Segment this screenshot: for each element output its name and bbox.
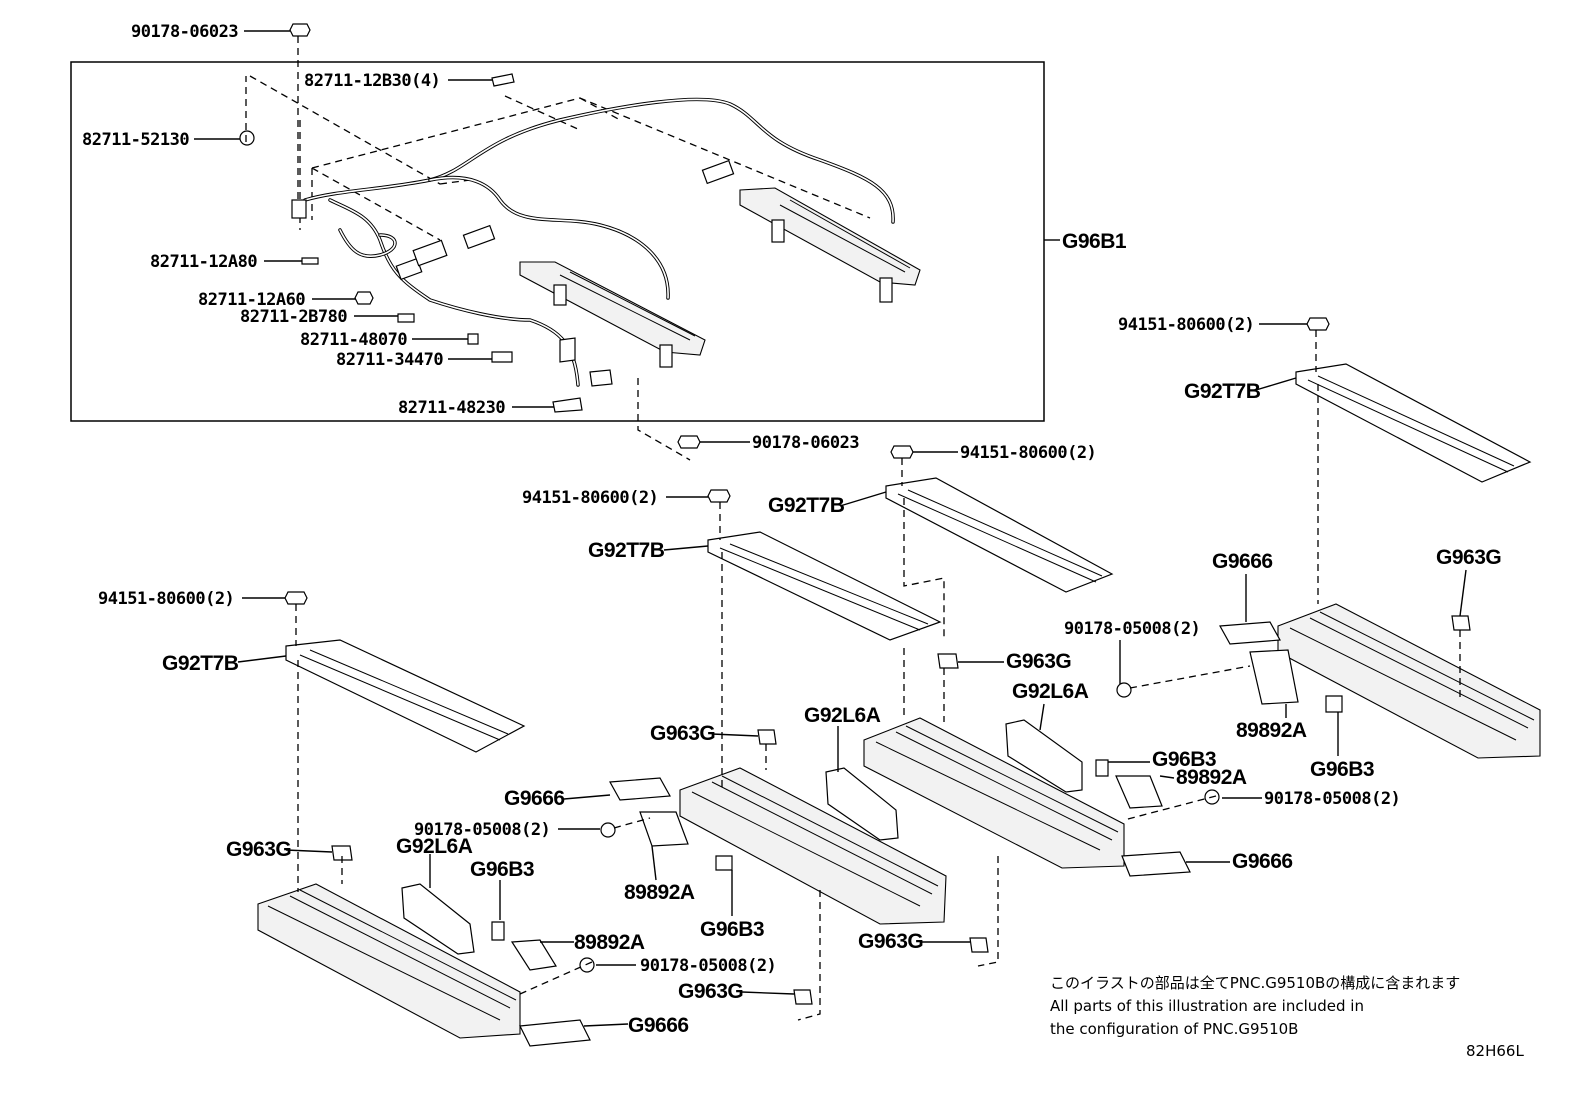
note-english-line1: All parts of this illustration are inclu… xyxy=(1050,997,1364,1015)
label-90178-05008-d: 90178-05008(2) xyxy=(640,956,776,976)
code-89892A-left: 89892A xyxy=(574,931,645,954)
code-G92T7B-mid: G92T7B xyxy=(588,539,665,562)
label-94151-80600-c: 94151-80600(2) xyxy=(1118,315,1254,335)
code-G9666-mid: G9666 xyxy=(504,787,565,810)
code-G9666-right-top: G9666 xyxy=(1212,550,1273,573)
code-G9666-right-bottom: G9666 xyxy=(1232,850,1293,873)
label-82711-48230: 82711-48230 xyxy=(398,398,505,418)
label-94151-80600-d: 94151-80600(2) xyxy=(98,589,234,609)
label-82711-52130: 82711-52130 xyxy=(82,130,189,150)
code-G96B3-mid: G96B3 xyxy=(700,918,764,941)
code-G92T7B-upper-mid: G92T7B xyxy=(768,494,845,517)
code-G9666-left: G9666 xyxy=(628,1014,689,1037)
leader-lines xyxy=(194,30,1467,1027)
code-G963G-left: G963G xyxy=(226,838,291,861)
label-82711-48070: 82711-48070 xyxy=(300,330,407,350)
illustration-code: 82H66L xyxy=(1466,1042,1524,1060)
label-90178-06023-mid: 90178-06023 xyxy=(752,433,859,453)
code-G92L6A-mid-right: G92L6A xyxy=(1012,680,1089,703)
fastener-icons xyxy=(239,23,1330,973)
label-90178-06023-top: 90178-06023 xyxy=(131,22,238,42)
code-G963G-lower-mid: G963G xyxy=(858,930,923,953)
code-G963G-mid: G963G xyxy=(650,722,715,745)
label-94151-80600-b: 94151-80600(2) xyxy=(522,488,658,508)
battery-modules xyxy=(257,603,1541,1039)
label-82711-12B30: 82711-12B30(4) xyxy=(304,71,440,91)
wire-harness-group-box xyxy=(70,61,1045,422)
bus-bar-covers xyxy=(285,363,1532,753)
code-G963G-far-right: G963G xyxy=(1436,546,1501,569)
code-G96B3-mid-right: G96B3 xyxy=(1152,748,1216,771)
label-82711-2B780: 82711-2B780 xyxy=(240,307,347,327)
code-G963G-mid-right: G963G xyxy=(1006,650,1071,673)
code-89892A-far-right: 89892A xyxy=(1236,719,1307,742)
label-82711-12A60: 82711-12A60 xyxy=(198,290,305,310)
label-90178-05008-c: 90178-05008(2) xyxy=(414,820,550,840)
code-G92T7B-right: G92T7B xyxy=(1184,380,1261,403)
note-english-line2: the configuration of PNC.G9510B xyxy=(1050,1020,1298,1038)
wire-harness-assembly xyxy=(249,75,921,387)
alignment-lines xyxy=(245,36,1461,1021)
label-94151-80600-a: 94151-80600(2) xyxy=(960,443,1096,463)
label-90178-05008-a: 90178-05008(2) xyxy=(1064,619,1200,639)
note-japanese: このイラストの部品は全てPNC.G9510Bの構成に含まれます xyxy=(1050,974,1460,992)
code-G96B3-left: G96B3 xyxy=(470,858,534,881)
code-G96B3-far-right: G96B3 xyxy=(1310,758,1374,781)
code-G92L6A-mid: G92L6A xyxy=(804,704,881,727)
code-89892A-mid-right: 89892A xyxy=(1176,766,1247,789)
code-G92T7B-left: G92T7B xyxy=(162,652,239,675)
brackets xyxy=(331,615,1471,1047)
code-89892A-mid: 89892A xyxy=(624,881,695,904)
code-G963G-lower-left: G963G xyxy=(678,980,743,1003)
label-90178-05008-b: 90178-05008(2) xyxy=(1264,789,1400,809)
code-G96B1: G96B1 xyxy=(1062,230,1127,253)
label-82711-34470: 82711-34470 xyxy=(336,350,443,370)
code-G92L6A-left: G92L6A xyxy=(396,835,473,858)
label-82711-12A80: 82711-12A80 xyxy=(150,252,257,272)
